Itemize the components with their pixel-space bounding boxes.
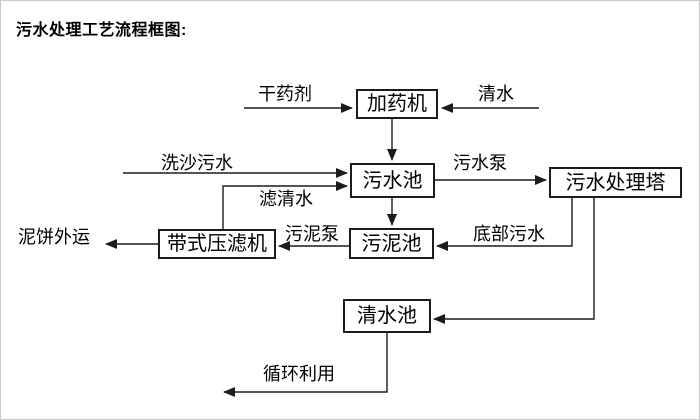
- arrow-recycle-use-out: [223, 333, 388, 397]
- flow-label-bottom-sewage: 底部污水: [473, 224, 545, 244]
- arrow-bottom-sewage-to-sludge: [436, 198, 573, 251]
- flow-label-mud-cake-out: 泥饼外运: [18, 227, 90, 247]
- node-sludge-pool: 污泥池: [349, 228, 434, 259]
- flow-label-recycle-use: 循环利用: [263, 364, 335, 384]
- node-clean-water-pool: 清水池: [343, 299, 431, 333]
- flow-label-clean-water-in: 清水: [478, 84, 514, 104]
- arrow-tower-to-clean-water-pool: [433, 198, 595, 324]
- node-dosing-machine: 加药机: [356, 89, 438, 119]
- node-sewage-pool: 污水池: [350, 163, 435, 198]
- arrow-filtered-water-to-sewage: [222, 181, 348, 229]
- node-belt-filter-press: 带式压滤机: [158, 229, 276, 259]
- flow-label-sewage-pump: 污水泵: [453, 153, 507, 173]
- flow-label-sludge-pump: 污泥泵: [285, 224, 339, 244]
- flow-label-dry-agent: 干药剂: [258, 84, 312, 104]
- node-treatment-tower: 污水处理塔: [549, 167, 682, 198]
- flow-label-sand-washing-sewage: 洗沙污水: [161, 153, 233, 173]
- flow-label-filtered-water: 滤清水: [259, 189, 313, 209]
- diagram-title: 污水处理工艺流程框图:: [16, 22, 187, 39]
